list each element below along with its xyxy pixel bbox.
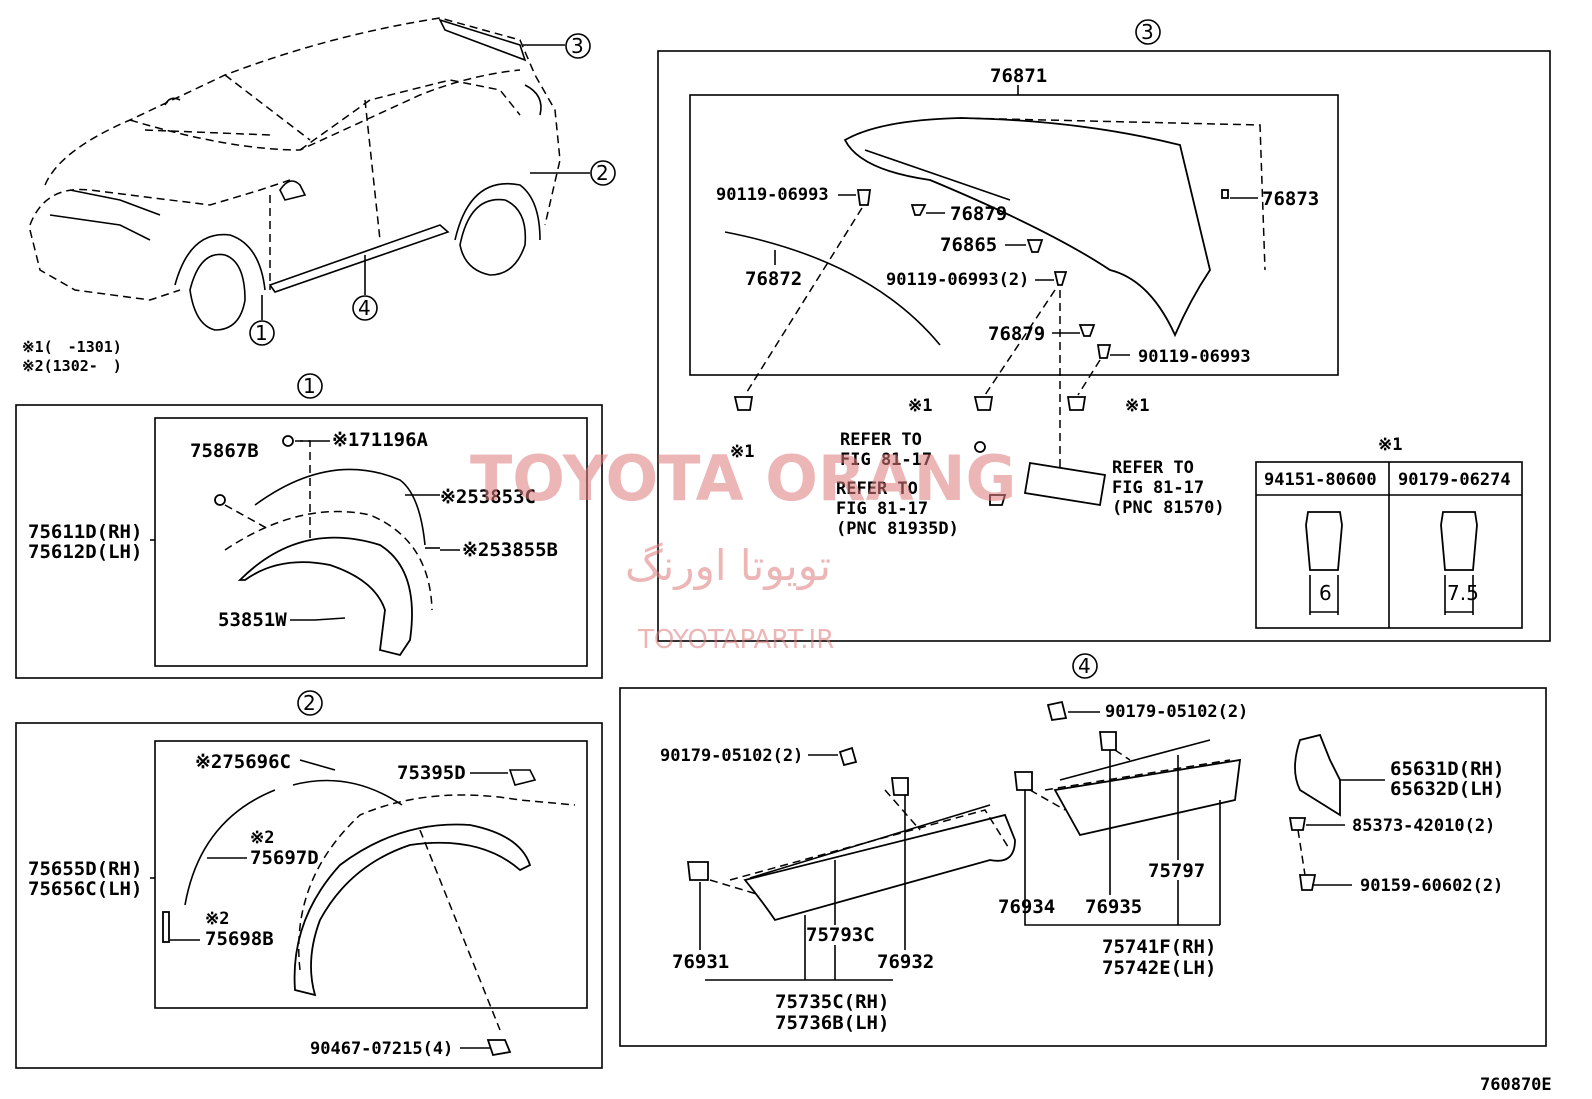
s3-part-76879-b: 76879 — [988, 323, 1045, 345]
watermark-line1: TOYOTA ORANG — [470, 442, 1016, 515]
s3-part-76872: 76872 — [745, 268, 802, 290]
section-3: 3 76871 90119-069 — [657, 19, 1551, 642]
s4-part-75741f: 75741F(RH) — [1102, 936, 1216, 958]
s3-part-90119-c: 90119-06993 — [1138, 347, 1251, 367]
diagram-id: 760870E — [1480, 1075, 1552, 1095]
s3-table-col2: 90179-06274 — [1398, 470, 1511, 490]
s3-refer3-line2: FIG 81-17 — [1112, 478, 1204, 498]
s1-label-lh: 75612D(LH) — [28, 541, 142, 563]
overview-callout-2: 2 — [596, 161, 609, 185]
s4-part-90179-a: 90179-05102(2) — [1105, 702, 1248, 722]
note-2: ※2(1302- ) — [22, 357, 122, 375]
s1-part-71196a: ※171196A — [332, 429, 429, 451]
s2-part-75697d: 75697D — [250, 847, 319, 869]
section-2: 2 75655D(RH) 75656C(LH) ※275696C 75395D … — [15, 690, 603, 1069]
s4-part-90159: 90159-60602(2) — [1360, 876, 1503, 896]
s1-part-53853c: ※253853C — [440, 486, 536, 508]
s4-part-90179-b: 90179-05102(2) — [660, 746, 803, 766]
s2-note-2: ※2 — [205, 909, 229, 929]
s3-table-col1: 94151-80600 — [1264, 470, 1377, 490]
watermark: TOYOTA ORANG تویوتا اورنگ TOYOTAPART.IR — [470, 442, 1016, 655]
s4-part-75793c: 75793C — [806, 924, 875, 946]
s4-part-75797: 75797 — [1148, 860, 1205, 882]
s2-part-75698b: 75698B — [205, 928, 274, 950]
s2-part-75395d: 75395D — [397, 762, 466, 784]
s3-part-76879-a: 76879 — [950, 203, 1007, 225]
s3-refer2-line3: (PNC 81935D) — [836, 519, 959, 539]
s3-part-76865: 76865 — [940, 234, 997, 256]
s1-label-rh: 75611D(RH) — [28, 521, 142, 543]
s4-part-75742e: 75742E(LH) — [1102, 957, 1216, 979]
s2-label-rh: 75655D(RH) — [28, 858, 142, 880]
s2-label-lh: 75656C(LH) — [28, 878, 142, 900]
vehicle-overview: 3 2 4 1 — [29, 17, 616, 346]
watermark-line3: TOYOTAPART.IR — [637, 625, 834, 655]
s4-part-85373: 85373-42010(2) — [1352, 816, 1495, 836]
s3-refer3-line3: (PNC 81570) — [1112, 498, 1225, 518]
s3-part-90119-b: 90119-06993(2) — [886, 270, 1029, 290]
s4-part-76935: 76935 — [1085, 896, 1142, 918]
s3-refer2-line1: REFER TO — [836, 479, 918, 499]
s4-part-65632d: 65632D(LH) — [1390, 778, 1504, 800]
watermark-line2: تویوتا اورنگ — [625, 541, 831, 590]
s3-table-title: ※1 — [1378, 435, 1402, 455]
s3-note-c: ※1 — [730, 442, 754, 462]
section-4: 4 — [619, 653, 1547, 1047]
section-number-2: 2 — [303, 691, 316, 715]
s4-part-65631d: 65631D(RH) — [1390, 758, 1504, 780]
s4-part-76932: 76932 — [877, 951, 934, 973]
s3-refer2-line2: FIG 81-17 — [836, 499, 928, 519]
s4-part-75736b: 75736B(LH) — [775, 1012, 889, 1034]
s3-refer3-line1: REFER TO — [1112, 458, 1194, 478]
s3-clip-table: ※1 94151-80600 90179-06274 6 7.5 — [1255, 435, 1523, 629]
overview-callout-4: 4 — [358, 296, 371, 320]
s2-part-75696c: ※275696C — [195, 751, 291, 773]
s3-table-dim2: 7.5 — [1447, 581, 1479, 605]
s1-part-75867b: 75867B — [190, 440, 259, 462]
s4-part-76934: 76934 — [998, 896, 1055, 918]
s3-refer1-line2: FIG 81-17 — [840, 450, 932, 470]
s4-part-75735c: 75735C(RH) — [775, 991, 889, 1013]
s1-part-53851w: 53851W — [218, 609, 287, 631]
s1-part-53855b: ※253855B — [462, 539, 558, 561]
s3-refer1-line1: REFER TO — [840, 430, 922, 450]
overview-callout-3: 3 — [571, 34, 584, 58]
note-1: ※1( -1301) — [22, 338, 122, 356]
s2-part-90467: 90467-07215(4) — [310, 1039, 453, 1059]
section-number-4: 4 — [1078, 654, 1091, 678]
s2-note-1: ※2 — [250, 828, 274, 848]
s3-table-dim1: 6 — [1319, 581, 1332, 605]
overview-callout-1: 1 — [255, 321, 268, 345]
s3-part-76873: 76873 — [1262, 188, 1319, 210]
s4-part-76931: 76931 — [672, 951, 729, 973]
section-number-3: 3 — [1141, 20, 1154, 44]
section-1: 1 75611D(RH) 75612D(LH) 75867B ※171196A … — [15, 373, 603, 679]
s3-part-90119-a: 90119-06993 — [716, 185, 829, 205]
section-number-1: 1 — [303, 374, 316, 398]
s3-note-b: ※1 — [1125, 396, 1149, 416]
s3-part-76871: 76871 — [990, 65, 1047, 87]
s3-note-a: ※1 — [908, 396, 932, 416]
